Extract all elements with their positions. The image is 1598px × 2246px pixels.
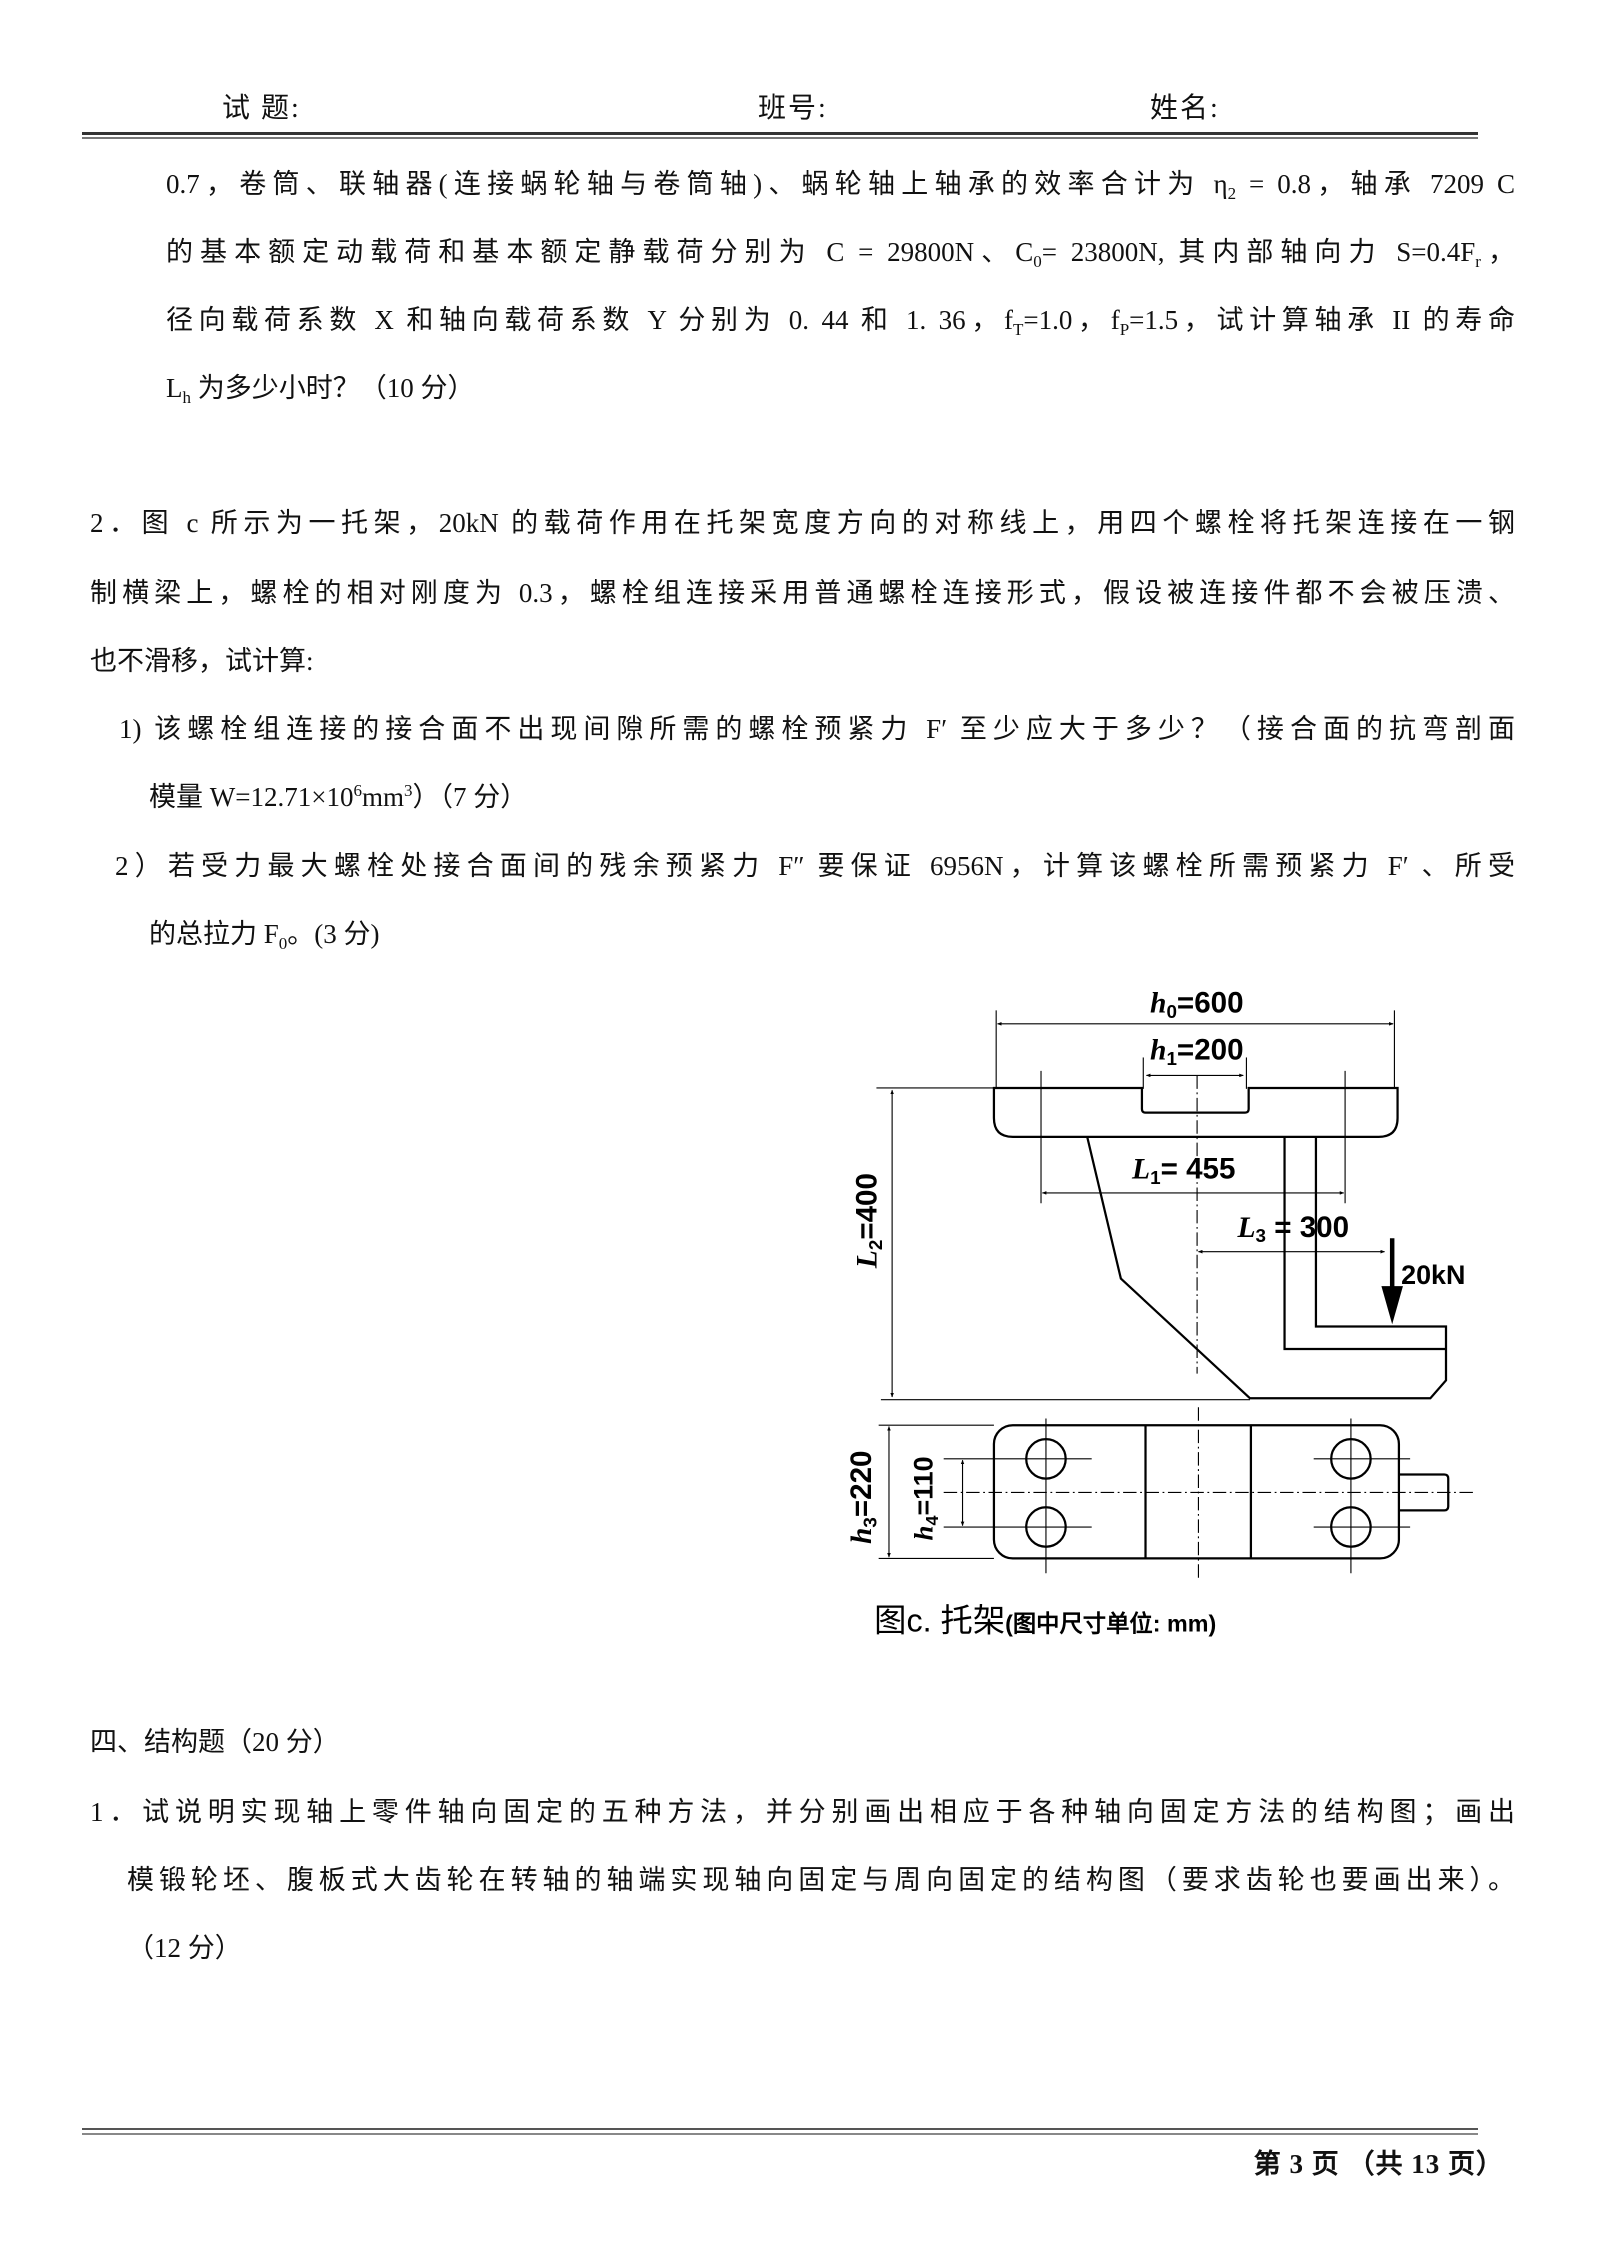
text-line: 1) 该螺栓组连接的接合面不出现间隙所需的螺栓预紧力 F′ 至少应大于多少？（接… [119, 712, 1515, 746]
svg-text:L2=400: L2=400 [850, 1173, 885, 1269]
text-segment: 径向载荷系数 X 和轴向载荷系数 Y 分别为 0. 44 和 1. 36，f [166, 305, 1013, 335]
text-segment: =1.5，试计算轴承 II 的寿命 [1129, 305, 1515, 335]
text-segment: 的总拉力 F [149, 919, 279, 949]
text-segment: 0 [1033, 252, 1042, 271]
text-segment: 0.7，卷筒、联轴器(连接蜗轮轴与卷筒轴)、蜗轮轴上轴承的效率合计为 η [166, 169, 1228, 199]
text-line: 径向载荷系数 X 和轴向载荷系数 Y 分别为 0. 44 和 1. 36，fT=… [166, 303, 1515, 339]
L1-label: = 455 [1161, 1153, 1236, 1186]
center-lines [943, 1075, 1473, 1578]
header-rule [82, 132, 1478, 135]
text-segment: r [1475, 252, 1481, 271]
bracket-plan-view [992, 1424, 1450, 1560]
text-segment: T [1012, 320, 1024, 339]
text-segment: 也不滑移，试计算: [90, 646, 314, 676]
text-line: Lh 为多少小时？（10 分） [166, 371, 475, 407]
page-number: 第 3 页 （共 13 页） [1253, 2149, 1504, 2179]
svg-text:h0=600: h0=600 [1150, 987, 1244, 1022]
L3-label: = 300 [1266, 1211, 1349, 1244]
text-segment: =1.0，f [1023, 305, 1120, 335]
text-segment: 四、结构题（20 分） [90, 1727, 340, 1757]
text-line: 四、结构题（20 分） [90, 1725, 340, 1759]
class-label: 班号: [758, 93, 828, 124]
text-line: 模锻轮坯、腹板式大齿轮在转轴的轴端实现轴向固定与周向固定的结构图（要求齿轮也要画… [127, 1863, 1515, 1897]
text-segment: 模量 W=12.71×10 [149, 782, 354, 812]
text-line: 的总拉力 F0。(3 分) [149, 917, 380, 953]
text-line: 0.7，卷筒、联轴器(连接蜗轮轴与卷筒轴)、蜗轮轴上轴承的效率合计为 η2 = … [166, 167, 1515, 203]
text-segment: h [182, 388, 192, 407]
bolt-hole [1330, 1437, 1372, 1480]
load-label: 20kN [1401, 1260, 1465, 1290]
svg-text:图c. 托架(图中尺寸单位: mm): 图c. 托架(图中尺寸单位: mm) [874, 1603, 1216, 1639]
figure-caption-note: (图中尺寸单位: mm) [1005, 1610, 1216, 1637]
L2-label: =400 [850, 1173, 883, 1240]
text-line: 2．图 c 所示为一托架，20kN 的载荷作用在托架宽度方向的对称线上，用四个螺… [90, 506, 1515, 540]
text-segment: 1．试说明实现轴上零件轴向固定的五种方法，并分别画出相应于各种轴向固定方法的结构… [90, 1797, 1515, 1827]
text-segment: 。(3 分) [287, 919, 380, 949]
text-line: 制横梁上，螺栓的相对刚度为 0.3，螺栓组连接采用普通螺栓连接形式，假设被连接件… [90, 576, 1515, 610]
text-segment: ， [1480, 237, 1516, 267]
bolt-hole [1330, 1506, 1372, 1548]
text-segment: L [166, 373, 183, 403]
svg-text:h4=110: h4=110 [908, 1456, 941, 1540]
text-segment: 制横梁上，螺栓的相对刚度为 0.3，螺栓组连接采用普通螺栓连接形式，假设被连接件… [90, 578, 1515, 608]
bracket-figure: h0=600 h1=200 L1= 455 L3 = 300 20kN L2=4… [845, 987, 1473, 1639]
text-segment: mm [361, 782, 404, 812]
svg-text:L3 = 300: L3 = 300 [1236, 1211, 1349, 1246]
text-line: 1．试说明实现轴上零件轴向固定的五种方法，并分别画出相应于各种轴向固定方法的结构… [90, 1795, 1515, 1829]
h3-label: =220 [845, 1450, 878, 1517]
text-segment: 的基本额定动载荷和基本额定静载荷分别为 C = 29800N、C [166, 237, 1034, 267]
text-segment: 2）若受力最大螺栓处接合面间的残余预紧力 F″ 要保证 6956N，计算该螺栓所… [115, 851, 1515, 881]
footer-rule [82, 2128, 1478, 2130]
text-segment: ）（7 分） [412, 782, 528, 812]
text-segment: 为多少小时？（10 分） [191, 373, 475, 403]
bracket-side-view [992, 1086, 1448, 1400]
name-label: 姓名: [1150, 93, 1220, 124]
header-rule-thin [82, 137, 1478, 139]
bolt-hole [1025, 1506, 1067, 1548]
text-line: （12 分） [127, 1931, 242, 1965]
text-segment: = 23800N, 其内部轴向力 S=0.4F [1041, 237, 1476, 267]
h4-label: =110 [908, 1456, 938, 1515]
text-segment: 1) 该螺栓组连接的接合面不出现间隙所需的螺栓预紧力 F′ 至少应大于多少？（接… [119, 714, 1515, 744]
exam-label: 试 题: [222, 93, 301, 124]
footer-rule-thin [82, 2133, 1478, 2135]
text-segment: 2 [1227, 184, 1237, 203]
svg-text:L1= 455: L1= 455 [1131, 1153, 1235, 1188]
svg-text:h1=200: h1=200 [1150, 1034, 1244, 1069]
h1-label: =200 [1177, 1034, 1244, 1067]
text-segment: 模锻轮坯、腹板式大齿轮在转轴的轴端实现轴向固定与周向固定的结构图（要求齿轮也要画… [127, 1865, 1515, 1895]
text-segment: 6 [353, 781, 362, 800]
text-segment: （12 分） [127, 1933, 242, 1963]
text-segment: P [1119, 320, 1130, 339]
figure-caption: 图c. 托架 [874, 1603, 1005, 1639]
load-arrow [1381, 1238, 1403, 1325]
text-segment: 0 [278, 934, 288, 953]
text-line: 2）若受力最大螺栓处接合面间的残余预紧力 F″ 要保证 6956N，计算该螺栓所… [115, 849, 1515, 883]
text-segment: 3 [403, 781, 413, 800]
text-line: 模量 W=12.71×106mm3）（7 分） [149, 780, 527, 814]
text-segment: = 0.8，轴承 7209 C [1236, 169, 1515, 199]
svg-text:h3=220: h3=220 [845, 1450, 880, 1544]
text-segment: 2．图 c 所示为一托架，20kN 的载荷作用在托架宽度方向的对称线上，用四个螺… [90, 508, 1515, 538]
bolt-hole [1025, 1437, 1067, 1480]
text-line: 也不滑移，试计算: [90, 644, 314, 678]
dimension-lines [876, 1010, 1411, 1574]
text-line: 的基本额定动载荷和基本额定静载荷分别为 C = 29800N、C0= 23800… [166, 235, 1516, 271]
h0-label: =600 [1177, 987, 1244, 1020]
